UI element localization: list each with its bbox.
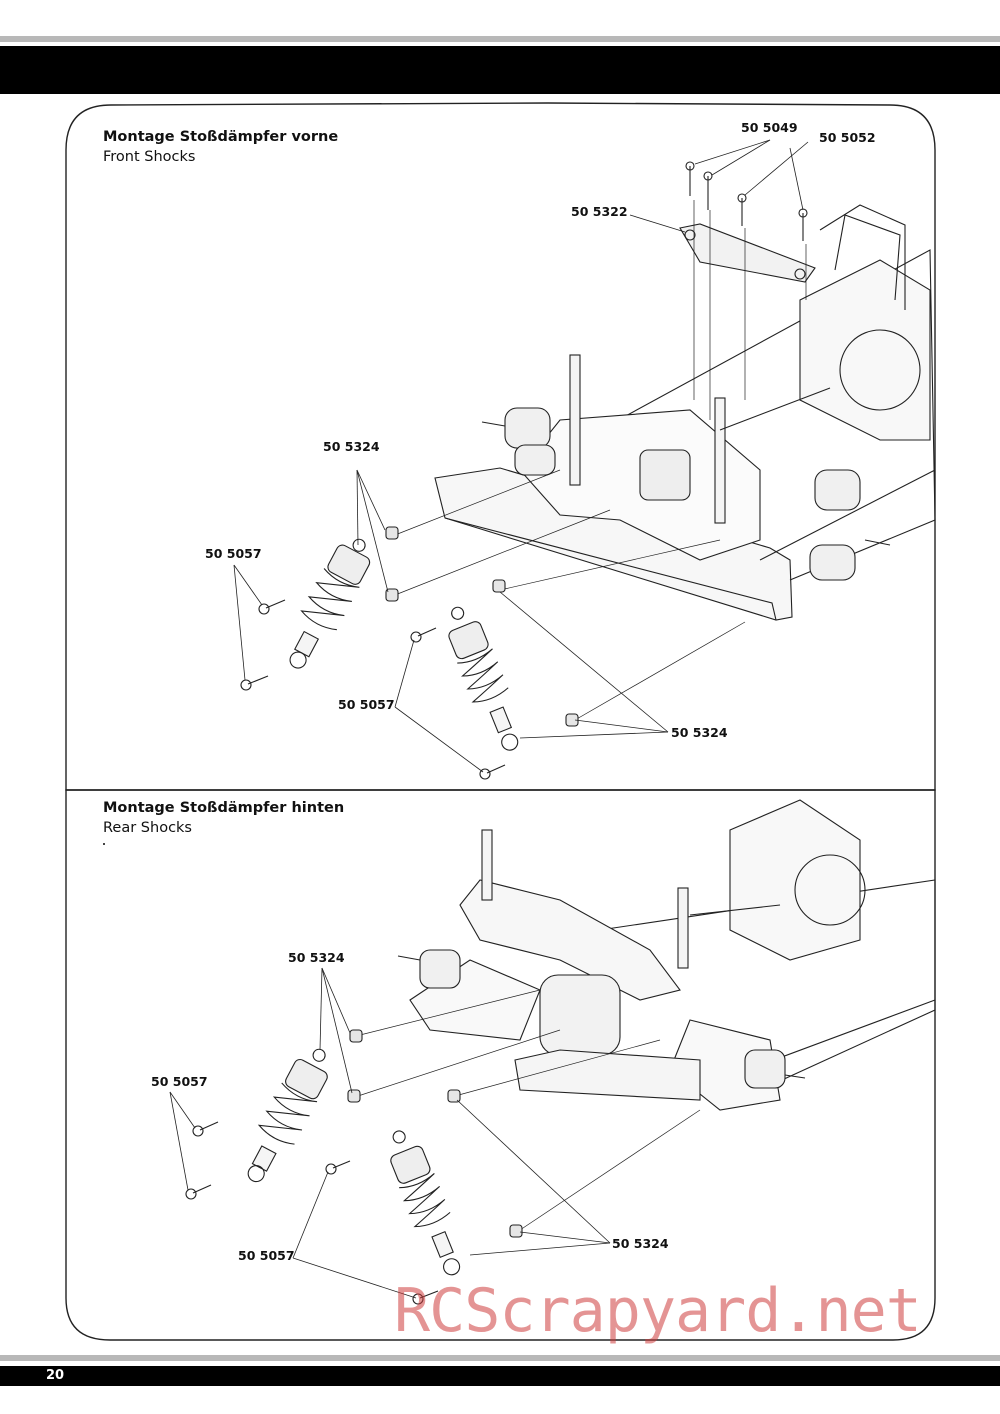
left-shock-post: [569, 354, 581, 486]
chassis-plate: [599, 249, 936, 581]
page-number: 20: [46, 1368, 65, 1383]
rear-small-parts: [185, 1029, 523, 1305]
rear-shock-tower: [459, 879, 681, 1001]
front-panel-frame: [65, 102, 936, 791]
bottom-rule: [0, 1355, 1000, 1361]
front-right-shock: [448, 606, 519, 751]
rear-left-hub: [419, 949, 461, 989]
part-number-callout: 50 5324: [612, 1236, 669, 1251]
part-number-callout: 50 5322: [571, 204, 628, 219]
part-number-callout: 50 5057: [205, 546, 262, 561]
rear-gearbox: [539, 974, 621, 1056]
front-leader-lines: [233, 139, 809, 773]
rear-title-de: Montage Stoßdämpfer hinten: [103, 800, 345, 816]
part-number-callout: 50 5057: [151, 1074, 208, 1089]
watermark: RCScrapyard.net: [394, 1276, 922, 1346]
rear-title-en: Rear Shocks: [103, 820, 192, 836]
part-number-callout: 50 5049: [741, 120, 798, 135]
front-title-de: Montage Stoßdämpfer vorne: [103, 129, 339, 145]
part-number-callout: 50 5324: [323, 439, 380, 454]
rear-panel-frame: [65, 789, 936, 1341]
rear-base-block: [514, 1049, 701, 1101]
front-shock-tower: [679, 223, 816, 283]
header-bar: [0, 46, 1000, 94]
part-number-callout: 50 5324: [671, 725, 728, 740]
part-number-callout: 50 5324: [288, 950, 345, 965]
part-number-callout: 50 5057: [338, 697, 395, 712]
right-shock-post: [714, 397, 726, 524]
rear-left-shock: [247, 1048, 328, 1183]
rear-leader-lines: [169, 967, 611, 1299]
front-shocks-title: Montage Stoßdämpfer vorne Front Shocks: [103, 127, 338, 167]
rear-left-post: [481, 829, 493, 901]
front-left-shock: [289, 538, 371, 669]
front-title-en: Front Shocks: [103, 149, 196, 165]
rear-right-post: [677, 887, 689, 969]
rear-shocks-title: Montage Stoßdämpfer hinten Rear Shocks: [103, 798, 344, 838]
top-rule: [0, 36, 1000, 42]
right-hub: [814, 469, 861, 511]
part-number-callout: 50 5057: [238, 1248, 295, 1263]
rear-right-shock: [390, 1130, 461, 1276]
front-small-parts: [240, 526, 579, 780]
rear-right-hub: [744, 1049, 786, 1089]
footer-bar: [0, 1366, 1000, 1386]
tower-screws: [685, 161, 808, 241]
stray-mark: [103, 843, 105, 845]
part-number-callout: 50 5052: [819, 130, 876, 145]
